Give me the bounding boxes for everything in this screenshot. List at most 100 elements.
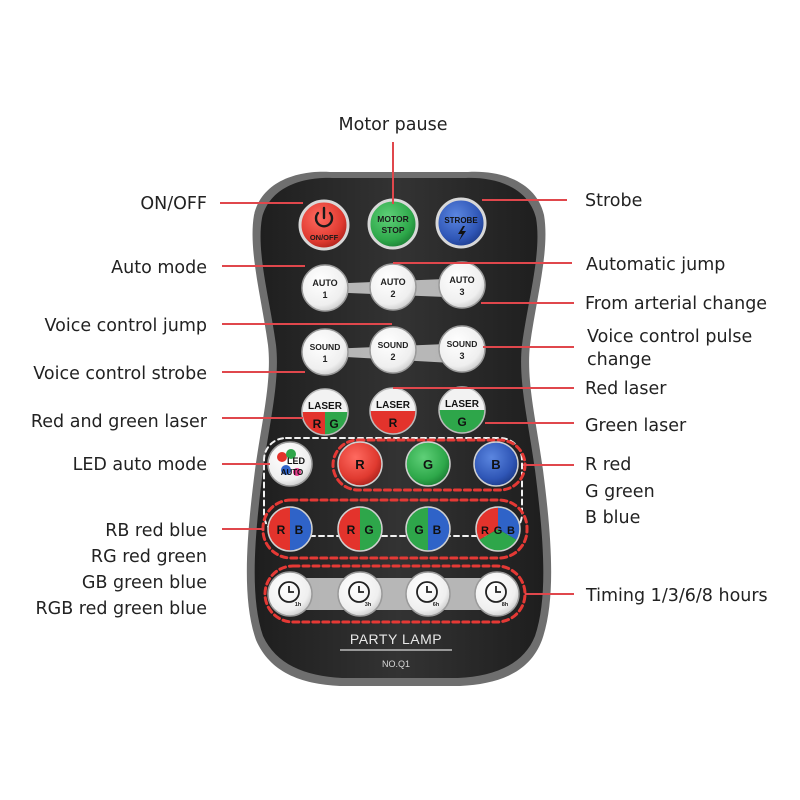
red-button[interactable]: R (337, 441, 383, 487)
auto-3-num: 3 (459, 287, 464, 297)
auto-2-num: 2 (390, 289, 395, 299)
led-auto-button[interactable]: LED AUTO (267, 441, 313, 487)
label-red-laser: Red laser (585, 379, 667, 399)
timer-8h-label: 8h (502, 602, 509, 608)
label-led-auto-mode: LED auto mode (73, 455, 207, 475)
motor-stop-button[interactable]: MOTOR STOP (367, 198, 419, 250)
power-button[interactable]: ON/OFF (298, 199, 350, 251)
laser-green-g: G (457, 415, 466, 429)
green-button-label: G (423, 457, 433, 472)
sound-2-button[interactable]: SOUND 2 (369, 326, 417, 374)
sound-2-word: SOUND (378, 340, 409, 350)
label-voice-control-strobe: Voice control strobe (33, 364, 207, 384)
clock-icon (485, 581, 507, 603)
laser-rg-g: G (329, 417, 338, 431)
rgb-g: G (494, 525, 503, 537)
led-word: LED (287, 456, 306, 466)
label-voice-control-pulse-1: Voice control pulse (587, 327, 752, 347)
sound-1-num: 1 (322, 354, 327, 364)
lightning-icon (458, 226, 466, 241)
label-g-green: G green (585, 482, 655, 502)
label-r-red: R red (585, 455, 631, 475)
label-automatic-jump: Automatic jump (586, 255, 725, 275)
auto-1-button[interactable]: AUTO 1 (301, 264, 349, 312)
rgb-button[interactable]: R G B (475, 506, 521, 552)
model-number: NO.Q1 (382, 659, 410, 669)
timer-8h-button[interactable]: 8h (474, 571, 520, 617)
auto-2-button[interactable]: AUTO 2 (369, 263, 417, 311)
auto-2-word: AUTO (380, 277, 405, 287)
callout-lines (220, 142, 574, 595)
rb-b: B (295, 523, 304, 537)
rgb-b: B (507, 525, 515, 537)
laser-rg-button[interactable]: LASER R G (301, 388, 349, 436)
gb-g: G (414, 523, 423, 537)
label-voice-control-pulse-2: change (587, 350, 651, 370)
timer-3h-label: 3h (365, 602, 372, 608)
strobe-button[interactable]: STROBE (435, 197, 487, 249)
timer-1h-button[interactable]: 1h (267, 571, 313, 617)
rgb-r: R (481, 525, 489, 537)
power-icon (314, 206, 334, 228)
led-dots-icon (277, 449, 301, 476)
label-auto-mode: Auto mode (111, 258, 207, 278)
rb-r: R (277, 523, 286, 537)
label-rgb-red-green-blue: RGB red green blue (36, 599, 207, 619)
rb-button[interactable]: R B (267, 506, 313, 552)
red-button-label: R (355, 457, 365, 472)
auto-1-word: AUTO (312, 278, 337, 288)
gb-button[interactable]: G B (405, 506, 451, 552)
timer-6h-label: 6h (433, 602, 440, 608)
laser-green-button[interactable]: LASER G (438, 386, 486, 434)
brand-plate: PARTY LAMP NO.Q1 (340, 631, 452, 669)
laser-rg-r: R (313, 417, 322, 431)
timer-3h-button[interactable]: 3h (337, 571, 383, 617)
label-green-laser: Green laser (585, 416, 687, 436)
clock-icon (278, 581, 300, 603)
laser-green-word: LASER (445, 399, 480, 410)
rg-button[interactable]: R G (337, 506, 383, 552)
laser-red-button[interactable]: LASER R (369, 387, 417, 435)
timer-1h-label: 1h (295, 602, 302, 608)
auto-3-word: AUTO (449, 275, 474, 285)
label-rg-red-green: RG red green (91, 547, 207, 567)
laser-red-word: LASER (376, 400, 411, 411)
strobe-label: STROBE (444, 216, 478, 225)
label-timing: Timing 1/3/6/8 hours (585, 586, 768, 606)
clock-icon (348, 581, 370, 603)
label-motor-pause: Motor pause (339, 115, 448, 135)
label-voice-control-jump: Voice control jump (45, 316, 207, 336)
label-on-off: ON/OFF (140, 194, 207, 214)
sound-3-word: SOUND (447, 339, 478, 349)
power-label: ON/OFF (310, 233, 339, 242)
callout-labels: Motor pause ON/OFF Strobe Auto mode Auto… (31, 115, 768, 619)
rg-g: G (364, 523, 373, 537)
rg-r: R (347, 523, 356, 537)
stop-label: STOP (382, 225, 405, 235)
blue-button[interactable]: B (473, 441, 519, 487)
sound-3-button[interactable]: SOUND 3 (438, 325, 486, 373)
sound-2-num: 2 (390, 352, 395, 362)
sound-1-word: SOUND (310, 342, 341, 352)
green-button[interactable]: G (405, 441, 451, 487)
brand-name: PARTY LAMP (350, 631, 442, 647)
label-gb-green-blue: GB green blue (82, 573, 207, 593)
timer-6h-button[interactable]: 6h (405, 571, 451, 617)
blue-button-label: B (491, 457, 500, 472)
gb-b: B (433, 523, 442, 537)
motor-label: MOTOR (377, 214, 408, 224)
label-strobe: Strobe (585, 191, 642, 211)
laser-rg-word: LASER (308, 401, 343, 412)
laser-red-r: R (389, 416, 398, 430)
label-b-blue: B blue (585, 508, 640, 528)
auto-1-num: 1 (322, 290, 327, 300)
sound-1-button[interactable]: SOUND 1 (301, 328, 349, 376)
label-rb-red-blue: RB red blue (105, 521, 207, 541)
led-auto-word: AUTO (281, 468, 304, 477)
auto-3-button[interactable]: AUTO 3 (438, 261, 486, 309)
clock-icon (416, 581, 438, 603)
label-from-arterial-change: From arterial change (585, 294, 767, 314)
sound-3-num: 3 (459, 351, 464, 361)
label-red-and-green-laser: Red and green laser (31, 412, 208, 432)
